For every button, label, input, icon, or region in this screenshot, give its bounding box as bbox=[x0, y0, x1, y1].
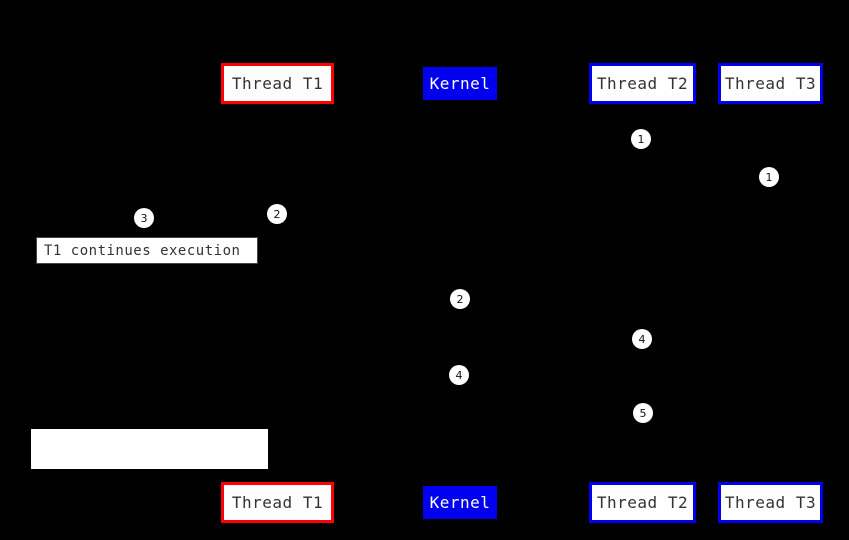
participant-thread-t1-bottom[interactable]: Thread T1 bbox=[221, 482, 334, 523]
step-number: 3 bbox=[140, 211, 148, 225]
step-number: 5 bbox=[639, 406, 647, 420]
lifeline-t2 bbox=[642, 104, 643, 482]
step-marker-8[interactable]: 5 bbox=[633, 403, 653, 423]
step-marker-7[interactable]: 4 bbox=[449, 365, 469, 385]
step-number: 2 bbox=[273, 207, 281, 221]
participant-label: Thread T3 bbox=[724, 493, 817, 512]
participant-kernel-bottom[interactable]: Kernel bbox=[423, 486, 497, 519]
participant-thread-t1-top[interactable]: Thread T1 bbox=[221, 63, 334, 104]
step-marker-3[interactable]: 3 bbox=[134, 208, 154, 228]
step-number: 1 bbox=[637, 132, 645, 146]
step-number: 1 bbox=[765, 170, 773, 184]
step-marker-6[interactable]: 4 bbox=[632, 329, 652, 349]
participant-label: Thread T1 bbox=[231, 493, 324, 512]
participant-thread-t2-top[interactable]: Thread T2 bbox=[589, 63, 696, 104]
participant-kernel-top[interactable]: Kernel bbox=[423, 67, 497, 100]
lifeline-t1 bbox=[277, 104, 278, 482]
participant-label: Thread T2 bbox=[596, 493, 689, 512]
participant-label: Thread T1 bbox=[231, 74, 324, 93]
participant-label: Kernel bbox=[429, 493, 491, 512]
blank-note-region bbox=[31, 429, 268, 469]
participant-label: Kernel bbox=[429, 74, 491, 93]
step-marker-2[interactable]: 1 bbox=[759, 167, 779, 187]
step-number: 2 bbox=[456, 292, 464, 306]
participant-thread-t2-bottom[interactable]: Thread T2 bbox=[589, 482, 696, 523]
participant-label: Thread T3 bbox=[724, 74, 817, 93]
step-marker-5[interactable]: 2 bbox=[450, 289, 470, 309]
participant-thread-t3-bottom[interactable]: Thread T3 bbox=[718, 482, 823, 523]
note-text: T1 continues execution bbox=[44, 242, 241, 259]
note-t1-continues-execution: T1 continues execution bbox=[36, 237, 258, 264]
participant-thread-t3-top[interactable]: Thread T3 bbox=[718, 63, 823, 104]
step-marker-4[interactable]: 2 bbox=[267, 204, 287, 224]
step-marker-1[interactable]: 1 bbox=[631, 129, 651, 149]
lifeline-t3 bbox=[770, 104, 771, 482]
step-number: 4 bbox=[638, 332, 646, 346]
step-number: 4 bbox=[455, 368, 463, 382]
participant-label: Thread T2 bbox=[596, 74, 689, 93]
